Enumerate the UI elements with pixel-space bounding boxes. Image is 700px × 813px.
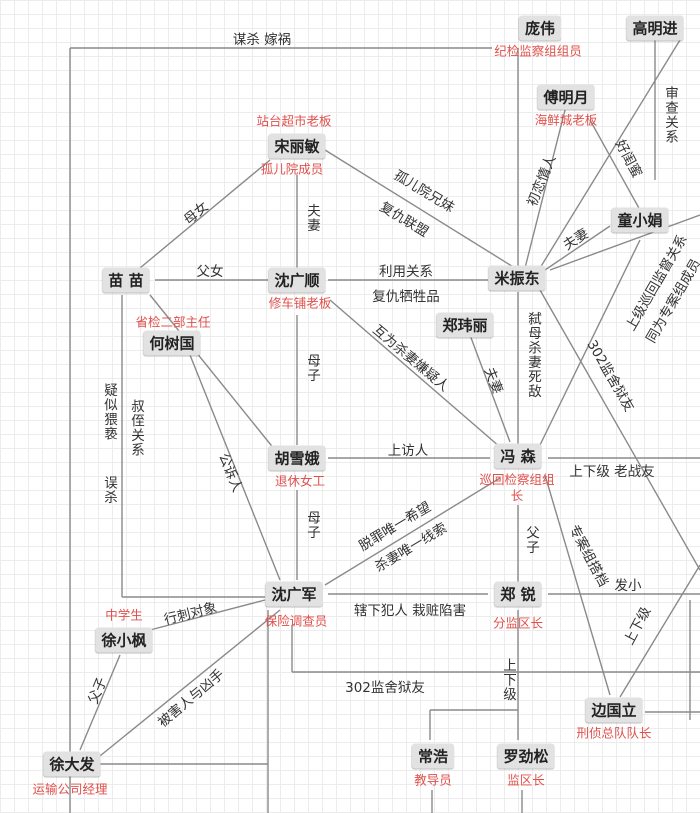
role-xudafa: 运输公司经理 bbox=[32, 781, 108, 797]
role-shenguangjun: 保险调查员 bbox=[264, 613, 328, 629]
edge-label-fu-nv: 父女 bbox=[196, 264, 224, 280]
node-shenguangshun[interactable]: 沈广顺 bbox=[268, 267, 326, 293]
node-bianguoli[interactable]: 边国立 bbox=[585, 697, 643, 723]
role-huxuee: 退休女工 bbox=[274, 473, 326, 489]
edge-bian-upright bbox=[619, 564, 700, 698]
node-changhao[interactable]: 常浩 bbox=[411, 743, 455, 769]
role-zhengrui: 分监区长 bbox=[492, 615, 544, 631]
role-fengsen: 巡回检察组组长 bbox=[479, 472, 555, 503]
edge-xu-xudafa bbox=[79, 654, 121, 751]
edge-mi-302 bbox=[539, 289, 700, 571]
node-luojinsong[interactable]: 罗劲松 bbox=[497, 743, 555, 769]
edge-label-shenji-guanxi: 审查关系 bbox=[662, 86, 678, 144]
role-pangwei: 纪检监察组组员 bbox=[494, 43, 582, 59]
role-bianguoli: 刑侦总队队长 bbox=[576, 725, 652, 741]
node-huxuee[interactable]: 胡雪娥 bbox=[268, 445, 326, 471]
edge-label-yisi-weixie: 疑似猥亵 bbox=[101, 383, 117, 441]
edge-label-fuchou-xisheng: 复仇牺牲品 bbox=[372, 289, 440, 305]
node-fumingyue[interactable]: 傅明月 bbox=[537, 84, 595, 110]
edge-shenjun-xu bbox=[149, 599, 266, 631]
edge-label-wusha: 误杀 bbox=[101, 475, 117, 505]
role-top-songlimin: 站台超市老板 bbox=[256, 113, 332, 129]
edge-zhengwei-feng bbox=[469, 334, 511, 443]
edge-song-miao bbox=[139, 159, 271, 269]
edge-label-shangfang: 上访人 bbox=[387, 443, 429, 459]
node-fengsen[interactable]: 冯 森 bbox=[494, 443, 542, 469]
node-xudafa[interactable]: 徐大发 bbox=[43, 751, 101, 777]
edge-mi-upright2 bbox=[549, 214, 700, 271]
node-zhengweili[interactable]: 郑玮丽 bbox=[436, 312, 494, 338]
role-changhao: 教导员 bbox=[414, 772, 452, 788]
edge-label-shangxiaji-zhanyou: 上下级 老战友 bbox=[569, 464, 655, 480]
edge-label-faxiao: 发小 bbox=[614, 578, 642, 594]
edge-shenjun-feng bbox=[324, 477, 501, 586]
edge-tong-mi bbox=[544, 225, 611, 271]
edge-he-shenjun bbox=[189, 354, 281, 581]
edge-fu-mi bbox=[524, 109, 566, 269]
role-shenguangshun: 修车铺老板 bbox=[268, 295, 332, 311]
role-luojinsong: 监区长 bbox=[507, 772, 545, 788]
node-shenguangjun[interactable]: 沈广军 bbox=[265, 581, 323, 607]
role-songlimin: 孤儿院成员 bbox=[260, 161, 324, 177]
node-songlimin[interactable]: 宋丽敏 bbox=[268, 133, 326, 159]
node-zhengrui[interactable]: 郑 锐 bbox=[494, 581, 542, 607]
node-xuxiaofeng[interactable]: 徐小枫 bbox=[95, 627, 153, 653]
edge-fu-tong bbox=[589, 119, 641, 211]
edge-mi-feng-diag bbox=[539, 239, 641, 446]
role-xuxiaofeng: 中学生 bbox=[105, 607, 143, 623]
edge-label-jianyu-302-b: 302监舍狱友 bbox=[345, 680, 425, 696]
edge-label-shimu-shaqi: 弑母杀妻死敌 bbox=[525, 311, 541, 399]
edge-label-mousha-jiahuo: 谋杀 嫁祸 bbox=[232, 32, 292, 48]
node-miaomiao[interactable]: 苗 苗 bbox=[102, 267, 150, 293]
edge-feng-bian bbox=[544, 474, 611, 696]
node-tongxiaojuan[interactable]: 童小娟 bbox=[611, 207, 669, 233]
node-pangwei[interactable]: 庞伟 bbox=[518, 15, 562, 41]
edge-xudafa-shenjun bbox=[94, 609, 281, 761]
edge-label-shangxiaji-c: 上下级 bbox=[500, 658, 516, 702]
edge-label-xiaxia-fanren: 辖下犯人 栽赃陷害 bbox=[353, 603, 467, 619]
edge-label-fu-zi-zheng: 父子 bbox=[523, 525, 539, 555]
edge-shenshun-feng bbox=[329, 299, 501, 448]
edge-miao-hu bbox=[149, 294, 276, 451]
node-mizhendong[interactable]: 米振东 bbox=[488, 265, 546, 291]
edge-label-fu-qi-song: 夫妻 bbox=[304, 203, 320, 233]
edge-label-mu-zi-b: 母子 bbox=[304, 510, 320, 540]
edge-label-liyong: 利用关系 bbox=[379, 264, 433, 280]
role-fumingyue: 海鲜城老板 bbox=[534, 112, 598, 128]
node-gaomingjin[interactable]: 高明进 bbox=[626, 15, 684, 41]
edge-mi-upright bbox=[539, 39, 681, 269]
edge-label-mu-zi-a: 母子 bbox=[304, 353, 320, 383]
edge-song-mi bbox=[324, 149, 516, 269]
edge-label-shuzhi: 叔侄关系 bbox=[128, 399, 144, 457]
node-heshuguo[interactable]: 何树国 bbox=[143, 330, 201, 356]
role-miaomiao: 省检二部主任 bbox=[135, 314, 211, 330]
